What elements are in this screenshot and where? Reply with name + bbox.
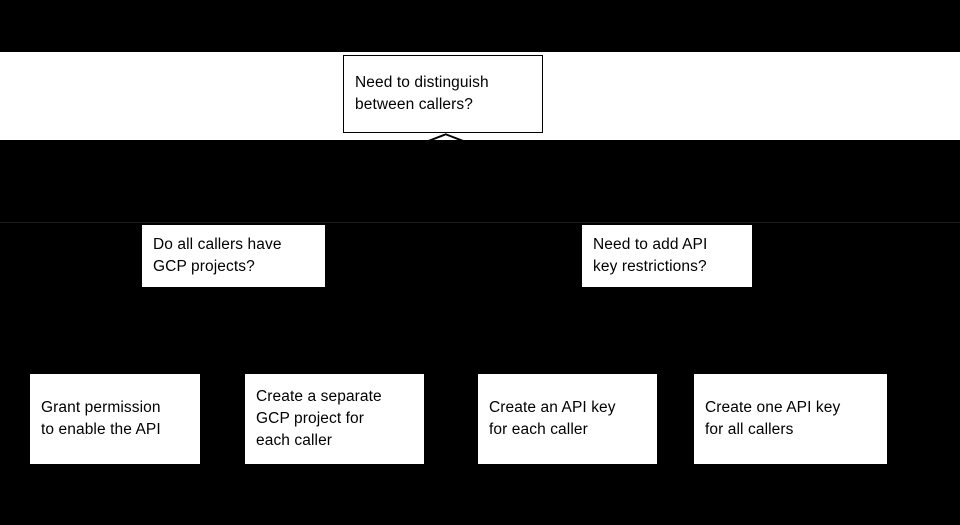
node-outcome-key-per-caller[interactable]: Create an API key for each caller <box>478 374 657 464</box>
node-outcome-separate-project[interactable]: Create a separate GCP project for each c… <box>245 374 424 464</box>
node-root-decision[interactable]: Need to distinguish between callers? <box>343 55 543 133</box>
node-decision-gcp-projects[interactable]: Do all callers have GCP projects? <box>142 225 325 287</box>
node-outcome-one-key-all[interactable]: Create one API key for all callers <box>694 374 887 464</box>
node-outcome-grant-permission-label: Grant permission to enable the API <box>41 399 161 438</box>
node-decision-api-key-restrictions[interactable]: Need to add API key restrictions? <box>582 225 752 287</box>
node-outcome-grant-permission[interactable]: Grant permission to enable the API <box>30 374 200 464</box>
node-root-decision-label: Need to distinguish between callers? <box>355 74 489 113</box>
node-outcome-key-per-caller-label: Create an API key for each caller <box>489 399 616 438</box>
node-outcome-one-key-all-label: Create one API key for all callers <box>705 399 841 438</box>
visible-band-divider <box>0 222 960 223</box>
node-decision-gcp-projects-label: Do all callers have GCP projects? <box>153 236 282 275</box>
node-decision-api-key-restrictions-label: Need to add API key restrictions? <box>593 236 708 275</box>
node-outcome-separate-project-label: Create a separate GCP project for each c… <box>256 388 382 449</box>
